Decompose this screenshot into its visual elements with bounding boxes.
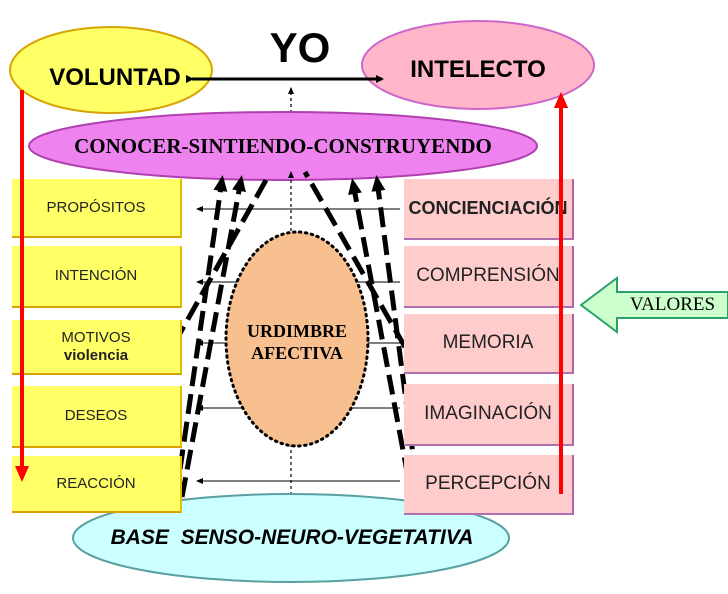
box-comprension: COMPRENSIÓN — [404, 246, 574, 308]
box-concienciacion: CONCIENCIACIÓN — [404, 179, 574, 240]
box-imaginacion: IMAGINACIÓN — [404, 384, 574, 446]
box-imaginacion-label: IMAGINACIÓN — [424, 403, 552, 424]
box-motivos: MOTIVOS violencia — [12, 320, 182, 375]
valores-label: VALORES — [629, 294, 716, 315]
urdimbre-label: URDIMBRE AFECTIVA — [228, 316, 366, 368]
box-memoria-label: MEMORIA — [442, 332, 534, 353]
box-propositos: PROPÓSITOS — [12, 179, 182, 238]
urdimbre-line2: AFECTIVA — [251, 343, 343, 363]
dashed-arrow-right-outer — [371, 175, 419, 478]
urdimbre-line1: URDIMBRE — [246, 321, 347, 341]
urdimbre-ellipse — [224, 230, 370, 448]
intelecto-label: INTELECTO — [410, 56, 546, 83]
box-percepcion-label: PERCEPCIÓN — [425, 473, 551, 494]
dashed-arrow-right-inner — [348, 178, 411, 478]
box-deseos: DESEOS — [12, 386, 182, 448]
box-motivos-sub: violencia — [63, 346, 129, 364]
dashed-line-right-short — [302, 170, 408, 349]
conocer-ellipse — [28, 111, 538, 181]
box-comprension-label: COMPRENSIÓN — [416, 265, 560, 286]
box-percepcion: PERCEPCIÓN — [404, 455, 574, 515]
base-ellipse — [72, 493, 510, 583]
box-motivos-label: MOTIVOS — [61, 328, 131, 346]
base-label: BASE SENSO-NEURO-VEGETATIVA — [110, 526, 474, 549]
box-intencion-label: INTENCIÓN — [54, 267, 138, 284]
dashed-arrow-left-inner — [179, 175, 246, 498]
dashed-arrow-left-outer — [173, 175, 228, 498]
yo-title: YO — [269, 24, 331, 71]
box-reaccion-label: REACCIÓN — [56, 474, 136, 492]
voluntad-label: VOLUNTAD — [49, 64, 181, 91]
box-deseos-label: DESEOS — [64, 407, 128, 424]
conocer-label: CONOCER-SINTIENDO-CONSTRUYENDO — [74, 133, 492, 158]
voluntad-ellipse — [9, 26, 213, 114]
box-intencion: INTENCIÓN — [12, 246, 182, 308]
box-concienciacion-label: CONCIENCIACIÓN — [408, 198, 568, 218]
box-reaccion: REACCIÓN — [12, 456, 182, 513]
box-memoria: MEMORIA — [404, 314, 574, 374]
box-propositos-label: PROPÓSITOS — [46, 198, 146, 216]
dashed-line-left-short — [171, 178, 269, 346]
valores-arrow-shape — [579, 276, 728, 334]
intelecto-ellipse — [361, 20, 595, 110]
